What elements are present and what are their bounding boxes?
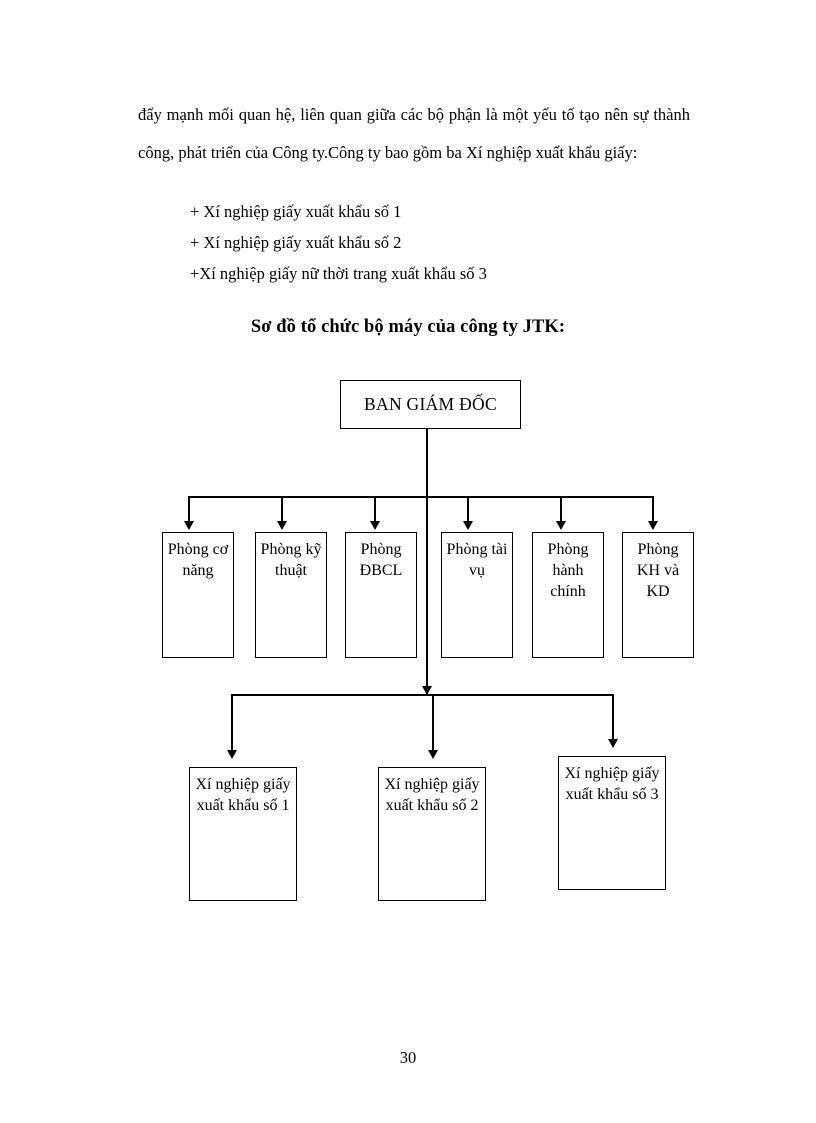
arrow-down-icon bbox=[277, 521, 287, 530]
connector-drop-dept-6 bbox=[652, 496, 654, 523]
arrow-down-icon bbox=[227, 750, 237, 759]
page-number: 30 bbox=[399, 1048, 417, 1067]
org-node-department-5: Phòng hành chính bbox=[532, 532, 604, 658]
connector-drop-unit-2 bbox=[432, 694, 434, 752]
connector-drop-dept-2 bbox=[281, 496, 283, 523]
list-item: + Xí nghiệp giấy xuất khẩu số 1 bbox=[190, 202, 402, 221]
org-node-unit-3: Xí nghiệp giấy xuất khẩu số 3 bbox=[558, 756, 666, 890]
arrow-down-icon bbox=[370, 521, 380, 530]
org-node-label: Xí nghiệp giấy xuất khẩu số 1 bbox=[195, 776, 291, 814]
org-node-department-2: Phòng kỹ thuật bbox=[255, 532, 327, 658]
org-node-department-4: Phòng tài vụ bbox=[441, 532, 513, 658]
enterprise-list: + Xí nghiệp giấy xuất khẩu số 1 + Xí ngh… bbox=[190, 196, 690, 289]
arrow-down-icon bbox=[422, 686, 432, 695]
arrow-down-icon bbox=[608, 739, 618, 748]
connector-trunk-vertical bbox=[426, 429, 428, 694]
org-node-department-1: Phòng cơ năng bbox=[162, 532, 234, 658]
org-node-unit-2: Xí nghiệp giấy xuất khẩu số 2 bbox=[378, 767, 486, 901]
org-node-department-6: Phòng KH và KD bbox=[622, 532, 694, 658]
org-node-label: Phòng KH và KD bbox=[636, 541, 680, 600]
arrow-down-icon bbox=[556, 521, 566, 530]
connector-drop-dept-3 bbox=[374, 496, 376, 523]
list-item: +Xí nghiệp giấy nữ thời trang xuất khẩu … bbox=[190, 264, 487, 283]
org-node-label: BAN GIÁM ĐỐC bbox=[364, 394, 497, 414]
connector-drop-unit-3 bbox=[612, 694, 614, 741]
org-node-label: Phòng ĐBCL bbox=[359, 541, 403, 579]
chart-heading: Sơ đồ tổ chức bộ máy của công ty JTK: bbox=[250, 317, 566, 337]
arrow-down-icon bbox=[428, 750, 438, 759]
body-text-block: đẩy mạnh mối quan hệ, liên quan giữa các… bbox=[138, 96, 690, 172]
org-node-label: Phòng tài vụ bbox=[446, 541, 508, 579]
arrow-down-icon bbox=[463, 521, 473, 530]
list-item: + Xí nghiệp giấy xuất khẩu số 2 bbox=[190, 233, 402, 252]
org-node-label: Xí nghiệp giấy xuất khẩu số 2 bbox=[384, 776, 480, 814]
org-node-unit-1: Xí nghiệp giấy xuất khẩu số 1 bbox=[189, 767, 297, 901]
arrow-down-icon bbox=[648, 521, 658, 530]
org-node-label: Phòng kỹ thuật bbox=[260, 541, 322, 579]
connector-bus-units bbox=[231, 694, 613, 696]
connector-drop-dept-5 bbox=[560, 496, 562, 523]
org-node-board-of-directors: BAN GIÁM ĐỐC bbox=[340, 380, 521, 429]
intro-paragraph: đẩy mạnh mối quan hệ, liên quan giữa các… bbox=[138, 105, 690, 162]
connector-bus-departments bbox=[188, 496, 653, 498]
org-node-label: Xí nghiệp giấy xuất khẩu số 3 bbox=[564, 765, 660, 803]
org-node-department-3: Phòng ĐBCL bbox=[345, 532, 417, 658]
arrow-down-icon bbox=[184, 521, 194, 530]
connector-drop-dept-1 bbox=[188, 496, 190, 523]
org-node-label: Phòng cơ năng bbox=[167, 541, 229, 579]
connector-drop-unit-1 bbox=[231, 694, 233, 752]
connector-drop-dept-4 bbox=[467, 496, 469, 523]
org-node-label: Phòng hành chính bbox=[547, 541, 589, 600]
